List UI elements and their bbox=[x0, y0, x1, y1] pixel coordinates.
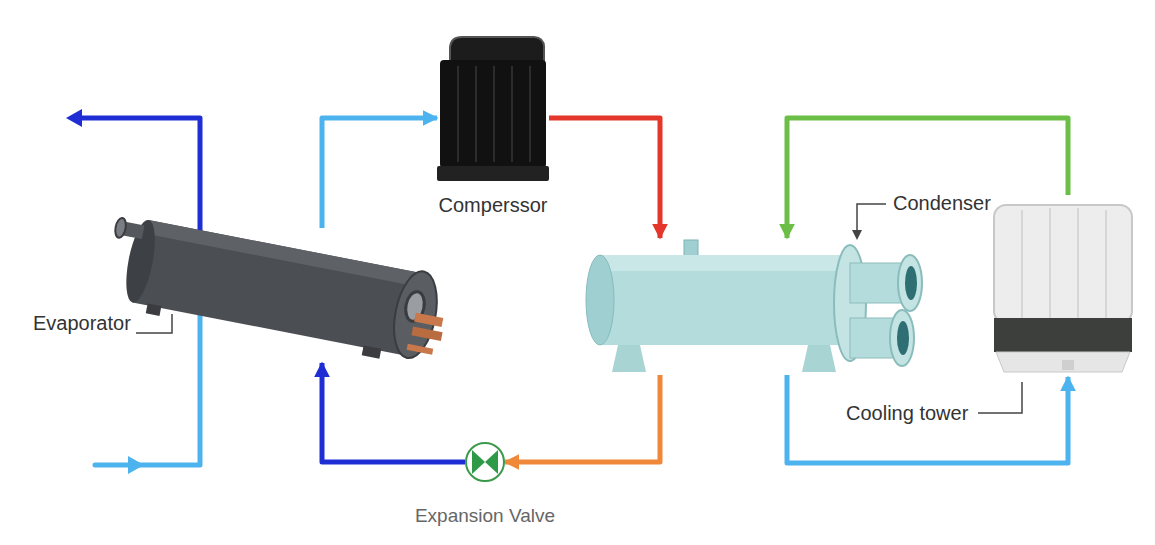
component-label: Expansion Valve bbox=[415, 504, 555, 528]
component-label: Condenser bbox=[893, 191, 991, 215]
nozzle-opening bbox=[897, 321, 909, 355]
evaporator-highlight bbox=[146, 220, 424, 287]
leader-line bbox=[136, 314, 172, 333]
condenser-foot bbox=[802, 345, 836, 372]
evaporator-unit: Evaporator bbox=[105, 228, 455, 363]
compressor-illustration bbox=[437, 37, 549, 181]
tower-basin bbox=[996, 352, 1130, 372]
cooling-tower-illustration bbox=[994, 205, 1132, 372]
evaporator-illustration bbox=[101, 212, 454, 369]
evaporator-shell bbox=[133, 220, 424, 356]
condenser-foot bbox=[612, 345, 646, 372]
tower-casing bbox=[994, 205, 1132, 323]
flow-arrow bbox=[66, 109, 82, 127]
leader-lines bbox=[136, 204, 1022, 413]
evaporator-end bbox=[121, 218, 161, 305]
copper-pipe bbox=[407, 344, 434, 355]
evaporator-foot bbox=[362, 345, 382, 358]
compressor-ribs bbox=[458, 66, 530, 162]
nozzle-flange bbox=[890, 310, 914, 366]
condenser-end bbox=[586, 255, 614, 345]
condenser-highlight bbox=[600, 255, 850, 271]
component-label: Cooling tower bbox=[846, 401, 968, 425]
compressor-unit: Comperssor bbox=[437, 35, 549, 183]
condenser-shell bbox=[600, 255, 850, 345]
copper-pipe bbox=[414, 313, 443, 327]
pipe-connector bbox=[322, 118, 437, 228]
condenser-illustration bbox=[586, 240, 922, 372]
evaporator-foot bbox=[146, 303, 162, 315]
leader-arrow bbox=[852, 230, 862, 240]
nozzle-flange bbox=[898, 255, 922, 311]
copper-pipe bbox=[411, 326, 442, 341]
tower-panels bbox=[1022, 208, 1106, 318]
pipe-connector bbox=[787, 375, 1068, 463]
evaporator-head bbox=[387, 268, 443, 362]
flow-arrow bbox=[128, 456, 144, 474]
condenser-unit: Condenser bbox=[585, 238, 930, 375]
compressor-base bbox=[437, 166, 549, 181]
evaporator-flange bbox=[114, 217, 128, 239]
compressor-body bbox=[440, 60, 546, 168]
nozzle-opening bbox=[905, 266, 917, 300]
tower-outlet bbox=[1062, 360, 1074, 370]
pipe-connector bbox=[549, 118, 660, 238]
component-label: Evaporator bbox=[33, 311, 131, 335]
expansion-valve: Expansion Valve bbox=[465, 442, 505, 482]
expansion-valve-symbol bbox=[466, 443, 504, 481]
cooling-tower-unit: Cooling tower bbox=[985, 195, 1135, 377]
tower-louver-band bbox=[994, 318, 1132, 352]
component-label: Comperssor bbox=[439, 193, 548, 217]
pipe-connector bbox=[505, 375, 660, 462]
compressor-cap bbox=[450, 37, 544, 62]
pipe-connector bbox=[322, 363, 465, 462]
leader-line bbox=[978, 382, 1022, 413]
leader-line bbox=[857, 204, 886, 232]
